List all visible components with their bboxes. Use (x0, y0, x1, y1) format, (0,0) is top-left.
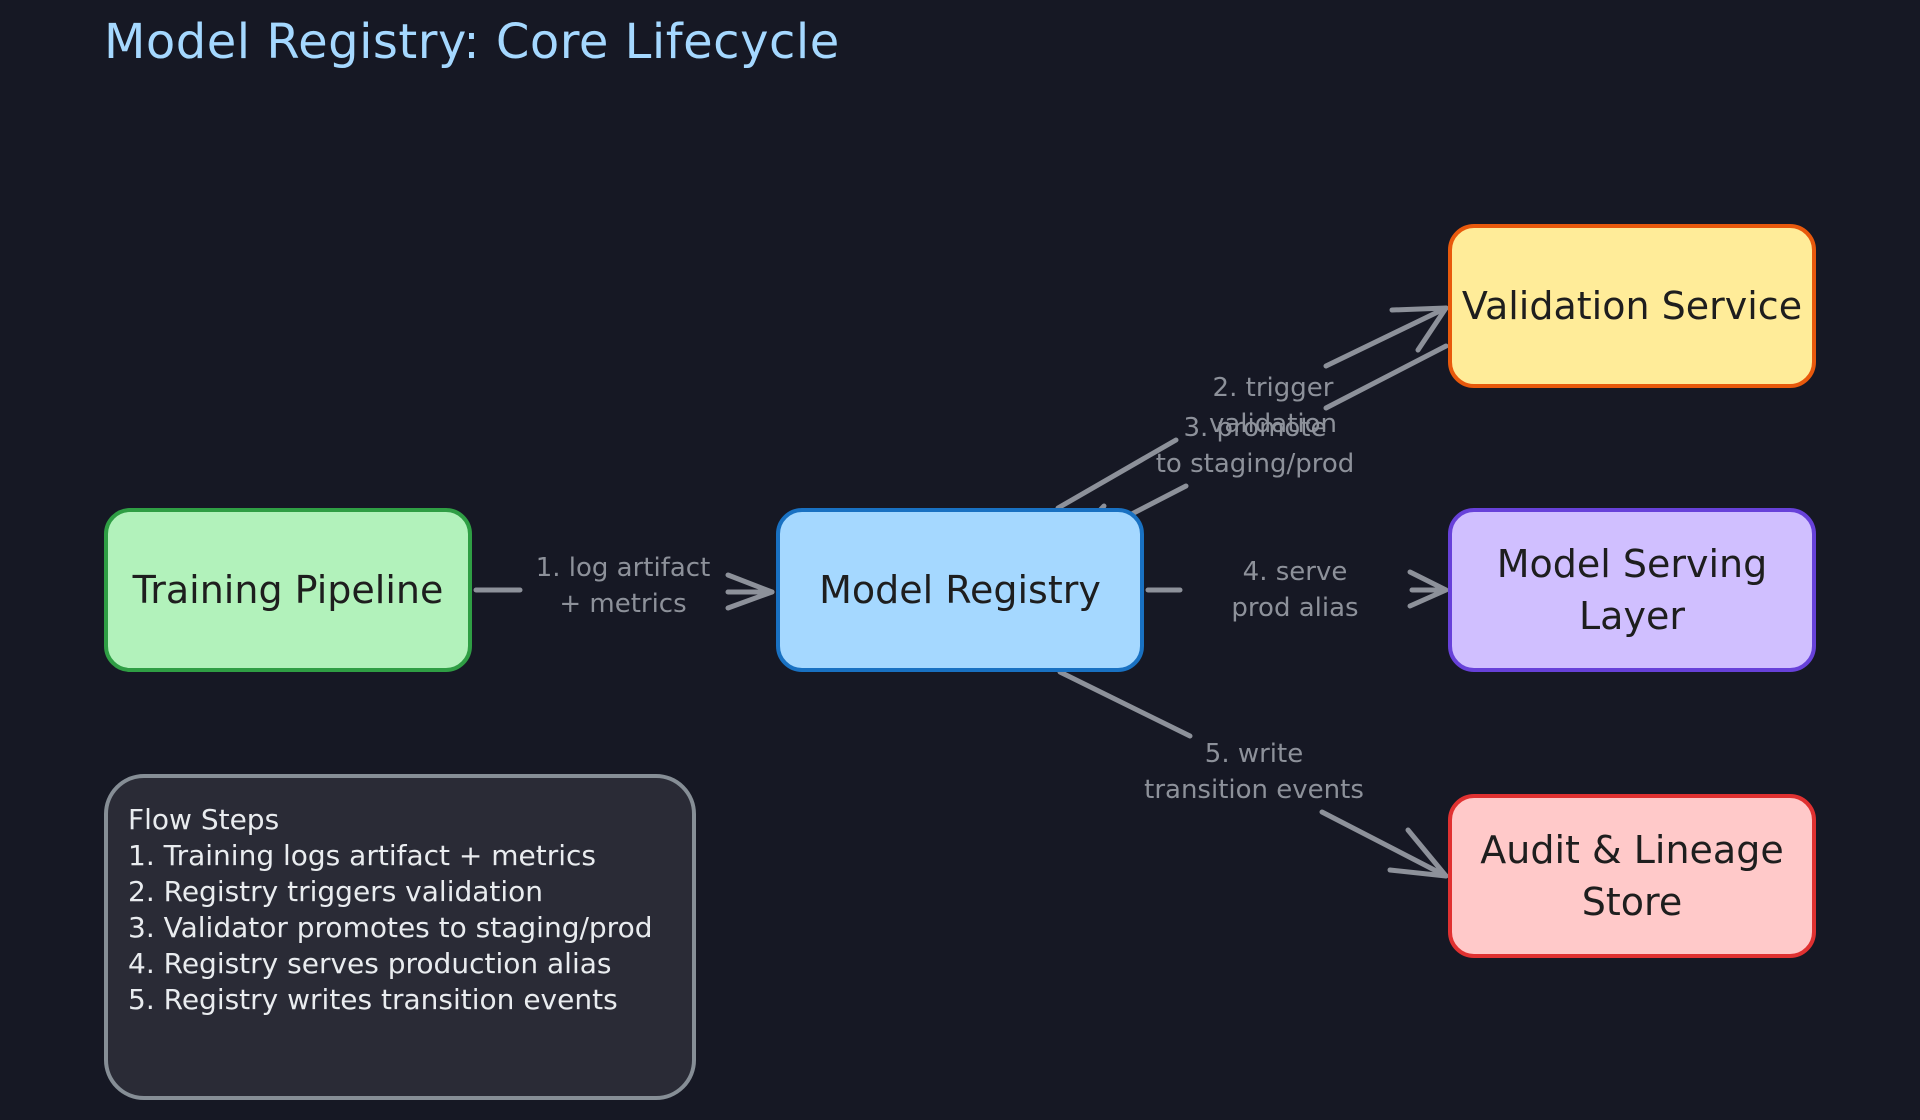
edge-label-trigger-validation: 2. trigger validation (1208, 373, 1338, 439)
node-training-pipeline[interactable]: Training Pipeline (104, 508, 472, 672)
edge-label-promote: 3. promote to staging/prod (1155, 413, 1355, 479)
node-model-registry[interactable]: Model Registry (776, 508, 1144, 672)
flow-steps-note: Flow Steps 1. Training logs artifact + m… (104, 774, 696, 1100)
edge-trigger-validation (1055, 305, 1449, 511)
edge-log-artifact (473, 572, 775, 611)
node-model-serving-layer[interactable]: Model Serving Layer (1448, 508, 1816, 672)
edge-label-log-artifact: 1. log artifact + metrics (535, 553, 711, 619)
edge-label-write-events: 5. write transition events (1144, 739, 1364, 805)
edge-write-events (1057, 669, 1449, 879)
edge-serve (1145, 569, 1449, 609)
edge-label-serve: 4. serve prod alias (1231, 557, 1359, 623)
node-validation-service[interactable]: Validation Service (1448, 224, 1816, 388)
node-audit-lineage-store[interactable]: Audit & Lineage Store (1448, 794, 1816, 958)
diagram-title: Model Registry: Core Lifecycle (104, 14, 840, 70)
